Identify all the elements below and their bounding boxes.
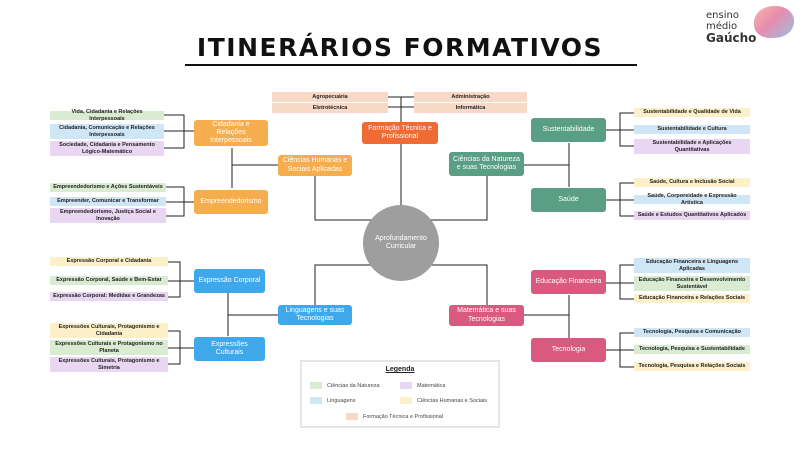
area-matematica: Matemática e suas Tecnologias (449, 305, 524, 326)
leaf-expressao-corporal-1: Expressão Corporal e Cidadania (50, 257, 168, 266)
leaf-administracao: Administração (414, 92, 527, 102)
area-ciencias-humanas: Ciências Humanas e Sociais Aplicadas (278, 155, 352, 176)
unit-expressoes-culturais: Expressões Culturais (194, 337, 265, 361)
leaf-agropecuaria: Agropecuária (272, 92, 388, 102)
ensino-medio-gaucho-logo: ensino médio Gaúcho (706, 6, 796, 48)
logo-line-2: médio (706, 21, 738, 32)
area-ciencias-natureza: Ciências da Natureza e suas Tecnologias (449, 152, 524, 176)
leaf-educacao-financeira-3: Educação Financeira e Relações Sociais (634, 294, 750, 303)
unit-tecnologia: Tecnologia (531, 338, 606, 362)
leaf-sustentabilidade-3: Sustentabilidade e Aplicações Quantitati… (634, 139, 750, 154)
unit-educacao-financeira: Educação Financeira (531, 270, 606, 294)
leaf-educacao-financeira-1: Educação Financeira e Linguagens Aplicad… (634, 258, 750, 273)
leaf-expressoes-culturais-3: Expressões Culturais, Protagonismo e Sim… (50, 357, 168, 372)
legend-label-natureza: Ciências da Natureza (327, 382, 380, 389)
legend-title: Legenda (385, 366, 415, 373)
leaf-cidadania-2: Cidadania, Comunicação e Relações Interp… (50, 124, 164, 139)
leaf-tecnologia-1: Tecnologia, Pesquisa e Comunicação (634, 328, 750, 337)
unit-saude: Saúde (531, 188, 606, 212)
unit-sustentabilidade: Sustentabilidade (531, 118, 606, 142)
leaf-saude-3: Saúde e Estudos Quantitativos Aplicados (634, 211, 750, 220)
area-linguagens: Linguagens e suas Tecnologias (278, 305, 352, 325)
page-title: ITINERÁRIOS FORMATIVOS (196, 33, 604, 62)
legend-label-humanas: Ciências Humanas e Sociais (417, 397, 488, 404)
area-formacao-tecnica: Formação Técnica e Profissional (362, 122, 438, 144)
legend-label-linguagens: Linguagens (327, 397, 356, 404)
unit-empreendedorismo: Empreendedorismo (194, 190, 268, 214)
leaf-expressoes-culturais-2: Expressões Culturais e Protagonismo no P… (50, 340, 168, 355)
legend: Legenda Ciências da Natureza Matemática … (300, 360, 500, 428)
leaf-tecnologia-2: Tecnologia, Pesquisa e Sustentabilidade (634, 345, 750, 354)
legend-swatch-linguagens (310, 397, 322, 404)
legend-item-natureza: Ciências da Natureza (310, 382, 380, 389)
legend-label-matematica: Matemática (417, 382, 446, 389)
leaf-informatica: Informática (414, 103, 527, 113)
leaf-expressao-corporal-2: Expressão Corporal, Saúde e Bem-Estar (50, 276, 168, 285)
leaf-educacao-financeira-2: Educação Financeira e Desenvolvimento Su… (634, 276, 750, 291)
leaf-cidadania-1: Vida, Cidadania e Relações Interpessoais (50, 109, 164, 122)
legend-item-tecnica: Formação Técnica e Profissional (346, 413, 443, 420)
leaf-tecnologia-3: Tecnologia, Pesquisa e Relações Sociais (634, 362, 750, 371)
leaf-empreendedorismo-1: Empreendedorismo e Ações Sustentáveis (50, 183, 166, 192)
legend-swatch-matematica (400, 382, 412, 389)
legend-swatch-humanas (400, 397, 412, 404)
leaf-eletrotecnica: Eletrotécnica (272, 103, 388, 113)
leaf-saude-2: Saúde, Corporeidade e Expressão Artístic… (634, 193, 750, 206)
unit-cidadania: Cidadania e Relações Interpessoais (194, 120, 268, 146)
legend-item-linguagens: Linguagens (310, 397, 355, 404)
leaf-empreendedorismo-2: Empreender, Comunicar e Transformar (50, 197, 166, 206)
leaf-cidadania-3: Sociedade, Cidadania e Pensamento Lógico… (50, 141, 164, 156)
unit-expressao-corporal: Expressão Corporal (194, 269, 265, 293)
leaf-saude-1: Saúde, Cultura e Inclusão Social (634, 178, 750, 187)
legend-item-matematica: Matemática (400, 382, 445, 389)
title-underline (185, 64, 637, 66)
logo-brain-icon (754, 6, 794, 38)
leaf-sustentabilidade-2: Sustentabilidade e Cultura (634, 125, 750, 134)
leaf-empreendedorismo-3: Empreendedorismo, Justiça Social e Inova… (50, 208, 166, 223)
legend-swatch-tecnica (346, 413, 358, 420)
leaf-expressoes-culturais-1: Expressões Culturais, Protagonismo e Cid… (50, 323, 168, 338)
leaf-sustentabilidade-1: Sustentabilidade e Qualidade de Vida (634, 108, 750, 117)
leaf-expressao-corporal-3: Expressão Corporal: Medidas e Grandezas (50, 292, 168, 301)
legend-label-tecnica: Formação Técnica e Profissional (363, 413, 443, 420)
center-node: Aprofundamento Curricular (363, 205, 439, 281)
logo-line-1: ensino (706, 10, 739, 21)
legend-swatch-natureza (310, 382, 322, 389)
legend-item-humanas: Ciências Humanas e Sociais (400, 397, 487, 404)
logo-line-3: Gaúcho (706, 31, 757, 45)
